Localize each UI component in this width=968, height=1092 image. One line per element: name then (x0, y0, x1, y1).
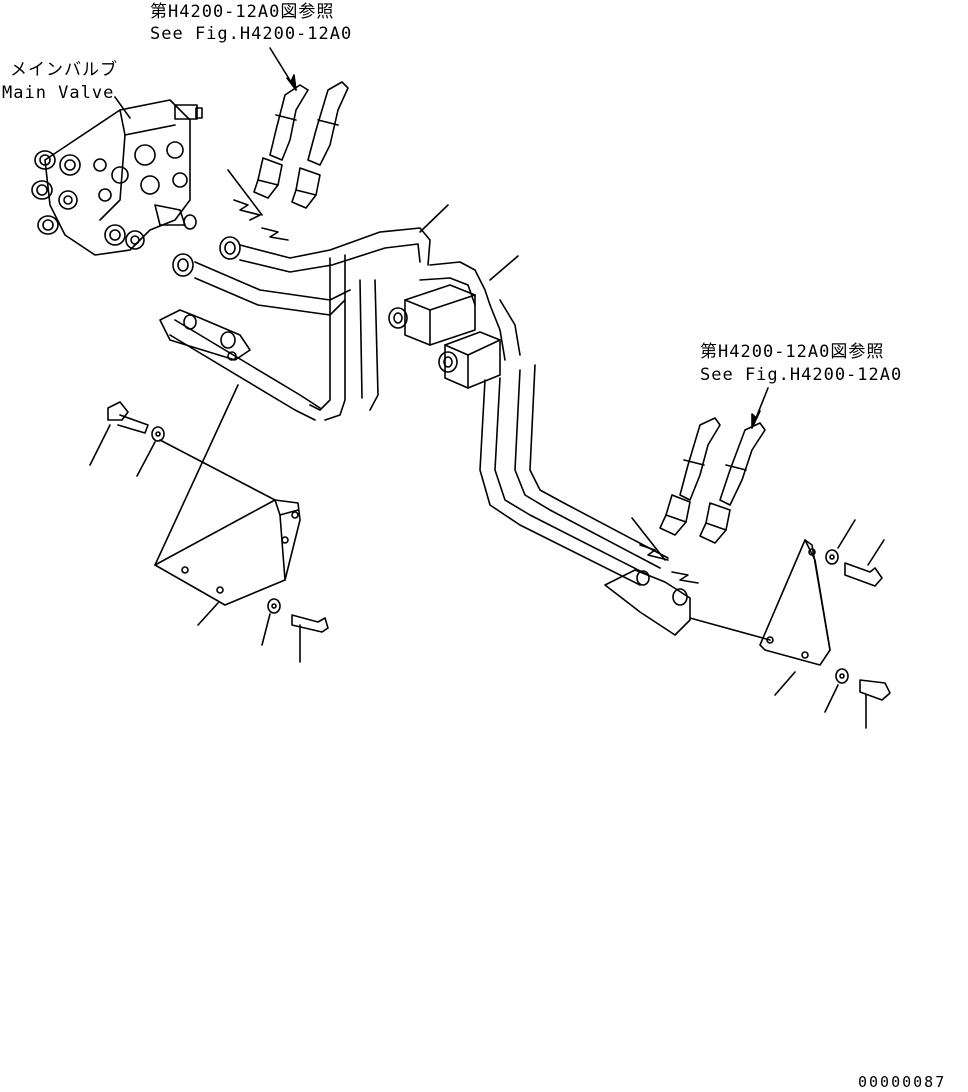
left-bracket (154, 499, 301, 606)
washer-upper-left (151, 426, 165, 442)
reference-label-right-jp: 第H4200-12A0図参照 (700, 342, 885, 362)
drawing-number: 00000087 (858, 1073, 947, 1091)
reference-label-top-en: See Fig.H4200-12A0 (150, 24, 353, 44)
break-marker-right (631, 517, 699, 584)
bolt-upper-right (844, 562, 883, 587)
bolt-lower-left (291, 614, 329, 663)
center-pipes (169, 227, 669, 586)
bolt-upper-left (107, 401, 149, 434)
main-valve-label-jp: メインバルブ (10, 60, 118, 80)
reference-label-top-jp: 第H4200-12A0図参照 (150, 2, 335, 22)
main-valve (31, 99, 203, 256)
right-clamp (604, 569, 691, 636)
left-clamp (159, 309, 251, 361)
upper-hoses (253, 81, 349, 209)
bolt-lower-right (859, 679, 891, 729)
washer-upper-right (825, 549, 839, 565)
right-bracket (759, 539, 831, 666)
washer-lower-right (835, 668, 849, 684)
washer-lower-left (267, 598, 281, 614)
main-valve-label-en: Main Valve (2, 83, 115, 103)
break-marker-left (227, 169, 289, 241)
reference-label-right-en: See Fig.H4200-12A0 (700, 365, 903, 385)
right-hoses (659, 417, 766, 544)
